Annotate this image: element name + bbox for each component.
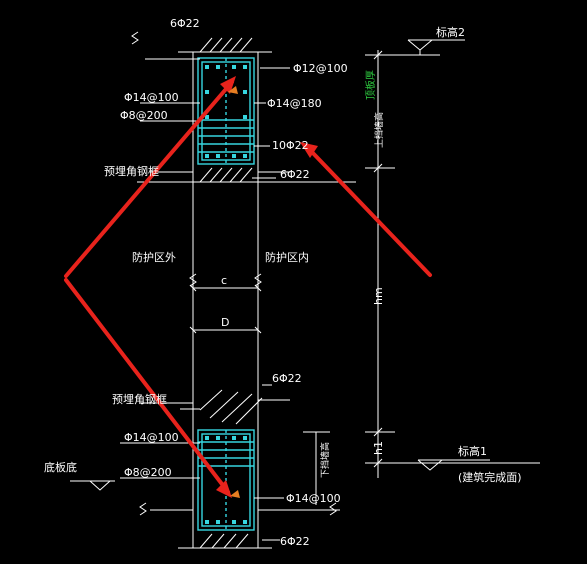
level-2-label: 标高2	[436, 25, 465, 39]
dim-c-label: c	[221, 274, 227, 287]
dim-h1-label: h1	[372, 441, 385, 455]
outside-label: 防护区外	[132, 250, 176, 264]
top-beam-rebar	[197, 57, 255, 165]
green-mark-label: 顶板厚	[364, 70, 377, 100]
bot-left-2-label: Φ8@200	[124, 466, 172, 479]
red-arrows	[64, 80, 432, 494]
right-dimension	[303, 50, 540, 505]
bot-right-label: Φ14@100	[286, 492, 341, 505]
dim-d-label: D	[221, 316, 229, 329]
bot-bottom-bars-label: 6Φ22	[280, 535, 310, 548]
leaders	[120, 58, 290, 541]
top-side-bars-label: 10Φ22	[272, 139, 309, 152]
embed-frame-top-label: 预埋角钢框	[104, 165, 159, 178]
red-arrowheads	[216, 76, 318, 498]
orange-markers	[228, 86, 240, 498]
dim-hm-label: hm	[372, 287, 385, 305]
embed-frame-bot-label: 预埋角钢框	[112, 393, 167, 406]
floor-bottom-label: 底板底	[44, 460, 77, 474]
bot-left-1-label: Φ14@100	[124, 431, 179, 444]
top-bars-label: 6Φ22	[170, 17, 200, 30]
level-1-note: (建筑完成面)	[458, 470, 522, 484]
level-1-label: 标高1	[458, 444, 487, 458]
dimension-lines	[189, 284, 262, 334]
lower-beam-height-label: 下挡墙高	[319, 442, 331, 478]
bottom-beam-bars	[205, 436, 247, 524]
level-1-marker	[417, 459, 490, 471]
top-left-1-label: Φ14@100	[124, 91, 179, 104]
upper-beam-height-label: 上挡墙高	[373, 112, 385, 148]
level-2-marker	[407, 39, 465, 55]
top-left-2-label: Φ8@200	[120, 109, 168, 122]
top-bottom-bars-label: 6Φ22	[280, 168, 310, 181]
floor-bottom-marker	[70, 480, 115, 491]
inside-label: 防护区内	[265, 250, 309, 264]
bot-top-bars-label: 6Φ22	[272, 372, 302, 385]
top-hatch	[199, 37, 253, 183]
top-stirrup-right-label: Φ12@100	[293, 62, 348, 75]
top-right-2-label: Φ14@180	[267, 97, 322, 110]
bottom-hatch	[199, 389, 263, 549]
top-beam-bars	[205, 65, 247, 158]
